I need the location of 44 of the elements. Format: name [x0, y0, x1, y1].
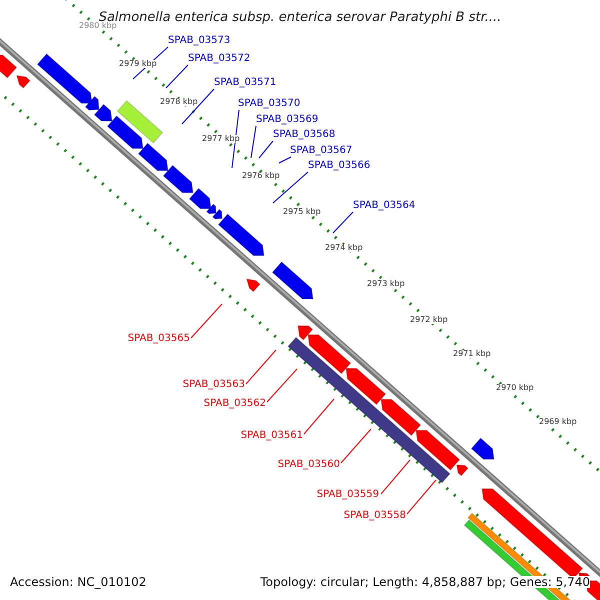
- scale-tick-label: 2976 kbp: [242, 172, 280, 180]
- leader-line: [380, 460, 410, 494]
- leader-line: [258, 140, 274, 158]
- gene-label: SPAB_03561: [240, 431, 303, 441]
- leader-line: [272, 172, 308, 204]
- leader-line: [250, 126, 256, 158]
- gene-label: SPAB_03563: [182, 380, 245, 390]
- scale-tick-label: 2977 kbp: [202, 135, 240, 143]
- leader-line: [332, 212, 354, 234]
- scale-tick-label: 2974 kbp: [325, 244, 363, 252]
- scale-tick-label: 2973 kbp: [367, 280, 405, 288]
- gene-label: SPAB_03565: [128, 334, 190, 344]
- gene-label: SPAB_03570: [238, 99, 300, 109]
- gene-label: SPAB_03572: [188, 54, 250, 64]
- scale-tick-label: 2972 kbp: [410, 316, 448, 324]
- accession-text: Accession: NC_010102: [10, 576, 146, 588]
- leader-line: [278, 156, 292, 164]
- gene-label: SPAB_03562: [204, 399, 266, 409]
- gene-label: SPAB_03560: [278, 460, 340, 470]
- leader-line: [190, 304, 222, 338]
- gene-label: SPAB_03559: [316, 490, 379, 500]
- leader-line: [406, 480, 436, 514]
- gene-label: SPAB_03564: [353, 201, 416, 211]
- scale-tick-label: 2978 kbp: [160, 98, 198, 106]
- scale-tick-label: 2979 kbp: [119, 60, 157, 68]
- leader-line: [266, 368, 298, 402]
- gene-label: SPAB_03568: [273, 130, 336, 140]
- genome-summary-text: Topology: circular; Length: 4,858,887 bp; Genes: 5,740: [260, 576, 590, 588]
- gene-label: SPAB_03567: [290, 146, 352, 156]
- gene-label: SPAB_03571: [214, 78, 276, 88]
- gene-label: SPAB_03566: [308, 161, 370, 171]
- leader-line: [304, 398, 334, 434]
- scale-tick-label: 2971 kbp: [453, 350, 491, 358]
- scale-tick-label: 2970 kbp: [496, 384, 534, 392]
- scale-tick-label: 2975 kbp: [283, 208, 321, 216]
- gene-label: SPAB_03573: [168, 36, 230, 46]
- leader-line: [340, 428, 372, 464]
- leader-line: [232, 110, 240, 168]
- leader-line: [246, 350, 276, 384]
- gene-label: SPAB_03569: [256, 115, 318, 125]
- leader-line: [166, 64, 188, 88]
- leader-line: [182, 88, 214, 124]
- scale-tick-label: 2969 kbp: [539, 418, 577, 426]
- gene-label: SPAB_03558: [344, 511, 406, 521]
